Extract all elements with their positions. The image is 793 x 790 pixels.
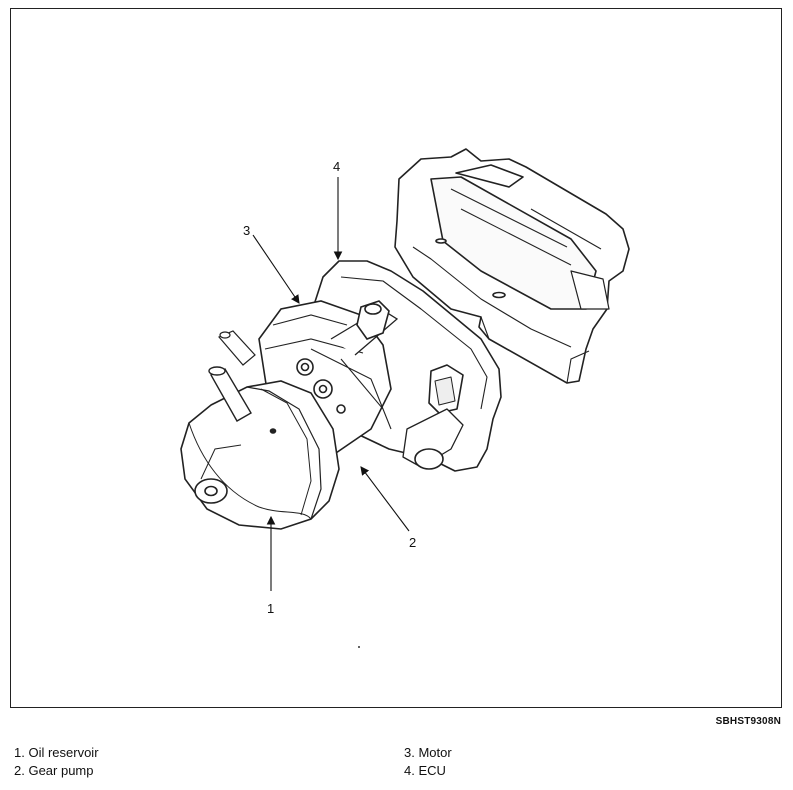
callout-3: 3 <box>243 223 250 238</box>
callout-4: 4 <box>333 159 340 174</box>
legend-right: 3. Motor 4. ECU <box>404 744 452 780</box>
callout-2: 2 <box>409 535 416 550</box>
ecu-cover <box>394 148 630 384</box>
speck-dot <box>358 646 360 648</box>
legend-item-ecu: 4. ECU <box>404 763 446 778</box>
callout-1: 1 <box>267 601 274 616</box>
figure-frame: 1 2 3 4 <box>10 8 782 708</box>
legend-item-gear-pump: 2. Gear pump <box>14 763 94 778</box>
callout-leaders <box>252 177 410 591</box>
oil-reservoir <box>180 330 340 530</box>
legend-item-motor: 3. Motor <box>404 745 452 760</box>
legend-left: 1. Oil reservoir 2. Gear pump <box>14 744 99 780</box>
figure-code: SBHST9308N <box>715 716 781 727</box>
legend-item-oil-reservoir: 1. Oil reservoir <box>14 745 99 760</box>
leader-2 <box>360 466 410 532</box>
leader-3 <box>252 234 300 304</box>
pump-assembly-illustration: 1 2 3 4 <box>180 148 630 648</box>
